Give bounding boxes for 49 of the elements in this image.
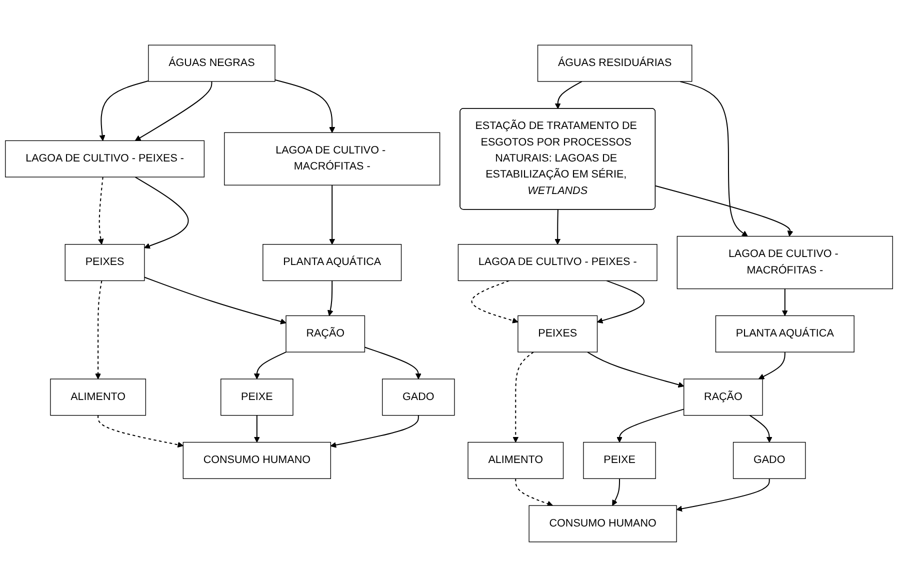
arrow bbox=[330, 415, 419, 448]
node-box: LAGOA DE CULTIVO - PEIXES - bbox=[5, 140, 205, 178]
node-box: PEIXES bbox=[64, 244, 145, 282]
node-box: PEIXE bbox=[220, 378, 294, 416]
arrow bbox=[512, 352, 534, 443]
arrow bbox=[254, 415, 260, 443]
arrow bbox=[554, 81, 582, 109]
node-box: ALIMENTO bbox=[468, 442, 564, 479]
arrow bbox=[587, 352, 684, 388]
arrow bbox=[327, 280, 334, 316]
arrow bbox=[144, 276, 286, 324]
arrow bbox=[515, 478, 553, 506]
arrow bbox=[274, 79, 336, 133]
arrow bbox=[676, 478, 770, 512]
node-box: PEIXE bbox=[583, 442, 656, 479]
arrow bbox=[254, 352, 286, 380]
arrow bbox=[680, 80, 748, 237]
node-box: GADO bbox=[382, 378, 455, 416]
arrow bbox=[749, 414, 772, 443]
arrow bbox=[782, 288, 788, 316]
node-box: PLANTA AQUÁTICA bbox=[715, 315, 854, 352]
arrow bbox=[134, 81, 212, 141]
arrow bbox=[655, 185, 794, 237]
arrow bbox=[597, 280, 645, 324]
arrow bbox=[612, 478, 620, 506]
arrow bbox=[134, 176, 189, 249]
node-box: GADO bbox=[732, 442, 806, 479]
node-box: PEIXES bbox=[518, 315, 598, 352]
arrow bbox=[471, 280, 518, 324]
node-box: RAÇÃO bbox=[684, 378, 763, 416]
arrow bbox=[616, 408, 684, 443]
arrow bbox=[98, 176, 104, 245]
node-box: ALIMENTO bbox=[50, 378, 146, 416]
node-box: RAÇÃO bbox=[286, 315, 366, 352]
node-box: CONSUMO HUMANO bbox=[528, 505, 677, 542]
node-box: LAGOA DE CULTIVO - MACRÓFITAS - bbox=[676, 236, 893, 290]
node-box: CONSUMO HUMANO bbox=[182, 442, 331, 479]
arrow bbox=[364, 346, 422, 380]
arrow bbox=[95, 280, 102, 380]
arrow bbox=[99, 80, 149, 141]
node-box: LAGOA DE CULTIVO - MACRÓFITAS - bbox=[224, 132, 440, 186]
arrow bbox=[758, 352, 786, 380]
node-box: ÁGUAS RESIDUÁRIAS bbox=[537, 44, 692, 82]
node-box: PLANTA AQUÁTICA bbox=[262, 244, 402, 282]
arrow bbox=[98, 415, 184, 448]
node-box: ÁGUAS NEGRAS bbox=[148, 44, 276, 82]
arrow bbox=[329, 185, 336, 245]
arrow bbox=[554, 210, 561, 245]
node-box: LAGOA DE CULTIVO - PEIXES - bbox=[458, 244, 658, 282]
